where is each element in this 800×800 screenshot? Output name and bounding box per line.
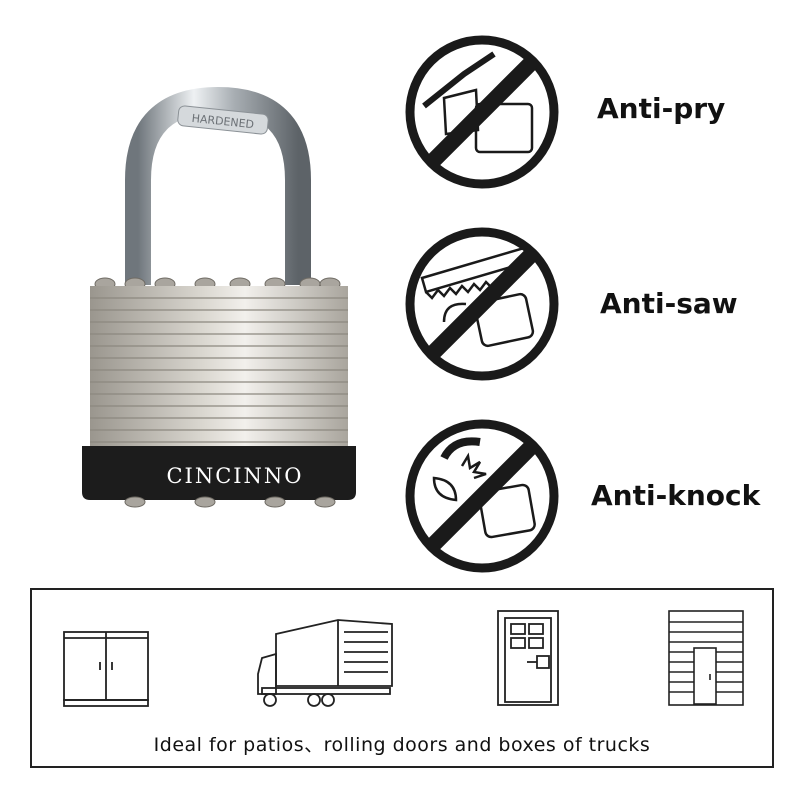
usage-caption: Ideal for patios、rolling doors and boxes… [153,734,651,756]
feature-label-anti-saw: Anti-saw [600,287,738,320]
rolling-door-icon [668,610,744,706]
feature-label-anti-pry: Anti-pry [597,92,726,125]
shackle-stamp: HARDENED [191,112,255,131]
no-knock-icon [405,419,559,573]
door-icon [497,610,559,706]
brand-logo: CINCINNO [166,464,303,488]
no-pry-icon [405,35,559,189]
feature-label-anti-knock: Anti-knock [591,479,761,512]
no-saw-icon [405,227,559,381]
padlock-image: HARDENED CINCINNO [82,86,356,508]
cabinet-icon [63,631,149,707]
usage-panel: Ideal for patios、rolling doors and boxes… [30,588,774,768]
truck-icon [257,619,393,707]
